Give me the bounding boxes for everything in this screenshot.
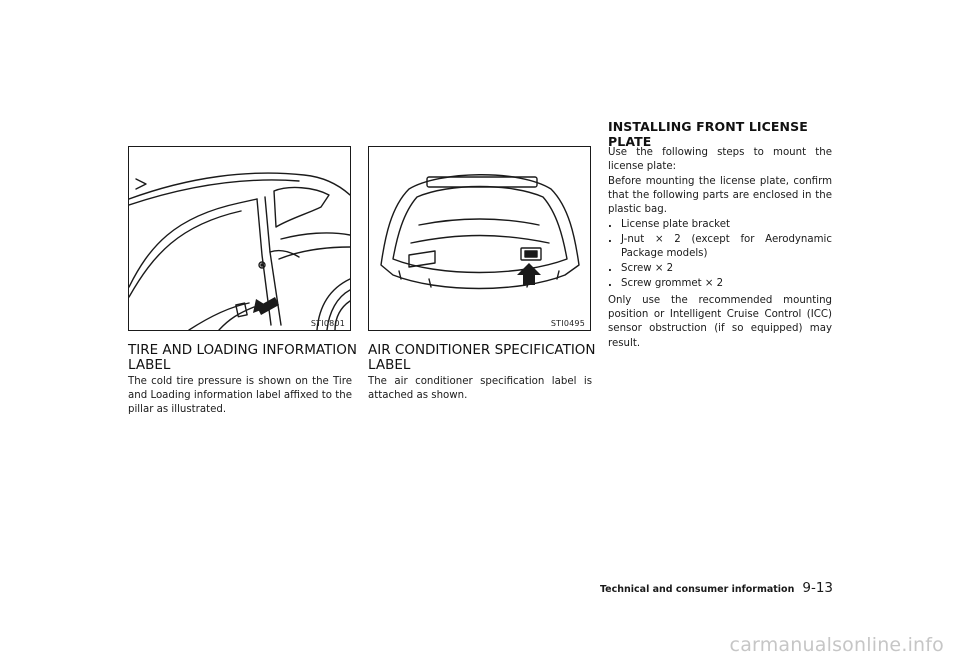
tire-label-illustration: STI0801 [128,146,351,331]
bullet-dot: . [608,219,612,230]
page-footer: Technical and consumer information 9-13 [600,577,833,596]
bullet-dot: . [608,233,612,245]
door-pillar-drawing [129,172,350,330]
figure-code: STI0495 [550,319,585,328]
license-plate-heading: INSTALLING FRONT LICENSE PLATE [608,119,808,149]
ac-label-illustration: STI0495 [368,146,591,331]
parts-list: . License plate bracket . J-nut × 2 (exc… [608,218,832,291]
list-item: . License plate bracket [608,218,832,232]
figure-code: STI0801 [310,319,345,328]
license-plate-para1: Use the following steps to mount the lic… [608,147,832,173]
tire-label-heading: TIRE AND LOADING INFORMATION LABEL [128,342,357,373]
hood-underside-drawing [380,174,580,290]
list-item: . Screw grommet × 2 [608,277,832,291]
ac-label-heading: AIR CONDITIONER SPECIFICATION LABEL [368,342,596,373]
page-number: 9-13 [802,580,833,596]
pointer-arrow-icon [517,263,541,285]
license-plate-para3: Only use the recommended mounting positi… [608,295,832,349]
footer-section-title: Technical and consumer information [599,584,795,595]
list-item: . J-nut × 2 (except for Aerodynamic Pack… [608,233,832,259]
license-plate-para2: Before mounting the license plate, confi… [608,176,832,216]
bullet-dot: . [608,262,612,274]
tire-label-body: The cold tire pressure is shown on the T… [128,376,352,416]
bullet-dot: . [608,277,612,289]
watermark: carmanualsonline.info [729,634,944,656]
ac-label-body: The air conditioner specification label … [368,376,592,402]
list-item: . Screw × 2 [608,262,832,276]
